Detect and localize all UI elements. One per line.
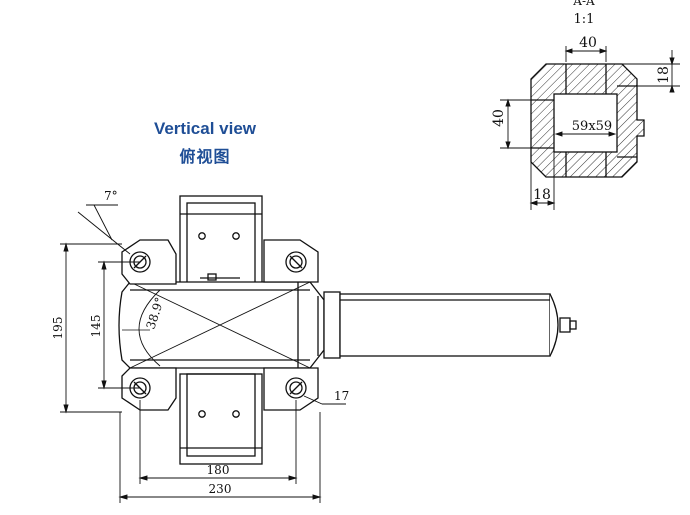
drawing-title-en: Vertical view	[153, 119, 257, 138]
bolt-hole-lower-left	[198, 410, 206, 418]
svg-text:40: 40	[491, 109, 507, 127]
dim-inner-height: 145	[89, 260, 140, 390]
arc-indicator	[138, 289, 161, 367]
ear-bottom-left	[121, 367, 177, 411]
main-body	[118, 281, 325, 369]
svg-text:230: 230	[209, 482, 232, 496]
dim-left-height: 40	[491, 98, 531, 150]
dim-angle-top: 7°	[77, 189, 131, 255]
dim-top-width: 40	[564, 35, 608, 62]
svg-text:18: 18	[656, 66, 672, 84]
dim-inner-width: 180	[138, 400, 298, 484]
ear-top-right	[263, 239, 319, 283]
svg-text:40: 40	[579, 35, 597, 51]
dim-inner-square: 59x59	[554, 119, 617, 137]
svg-text:7°: 7°	[104, 189, 118, 203]
dim-overall-width: 230	[118, 412, 322, 503]
dim-bottom-width: 18	[529, 152, 556, 210]
section-scale: 1:1	[574, 12, 595, 27]
ear-top-left	[121, 239, 177, 285]
svg-text:18: 18	[533, 187, 551, 203]
dim-overall-height: 195	[51, 242, 122, 414]
ear-bottom-right	[263, 367, 319, 411]
actuator-cylinder	[323, 291, 577, 359]
drawing-title-zh: 俯视图	[179, 147, 231, 166]
svg-text:17: 17	[334, 389, 349, 403]
dim-hole-dia: 17	[303, 389, 349, 405]
svg-text:59x59: 59x59	[572, 119, 612, 134]
upper-block	[179, 195, 263, 285]
center-cross-2	[129, 281, 311, 369]
svg-text:195: 195	[51, 317, 65, 340]
end-nut	[559, 317, 571, 333]
bolt-hole-upper-left	[198, 232, 206, 240]
dim-right-height: 18	[622, 50, 680, 93]
bolt-hole-upper-right	[232, 232, 240, 240]
section-a-a: A-A 1:1 40 18	[491, 0, 680, 210]
svg-text:145: 145	[89, 315, 103, 338]
lower-block	[179, 373, 263, 465]
plan-view: 38.9° 7° 195 145 17	[51, 189, 577, 503]
section-label: A-A	[572, 0, 595, 8]
section-inner-square	[553, 93, 618, 153]
svg-text:180: 180	[207, 463, 230, 477]
bolt-bottom-right	[285, 377, 307, 399]
bolt-top-right	[285, 251, 307, 273]
bolt-hole-lower-right	[232, 410, 240, 418]
